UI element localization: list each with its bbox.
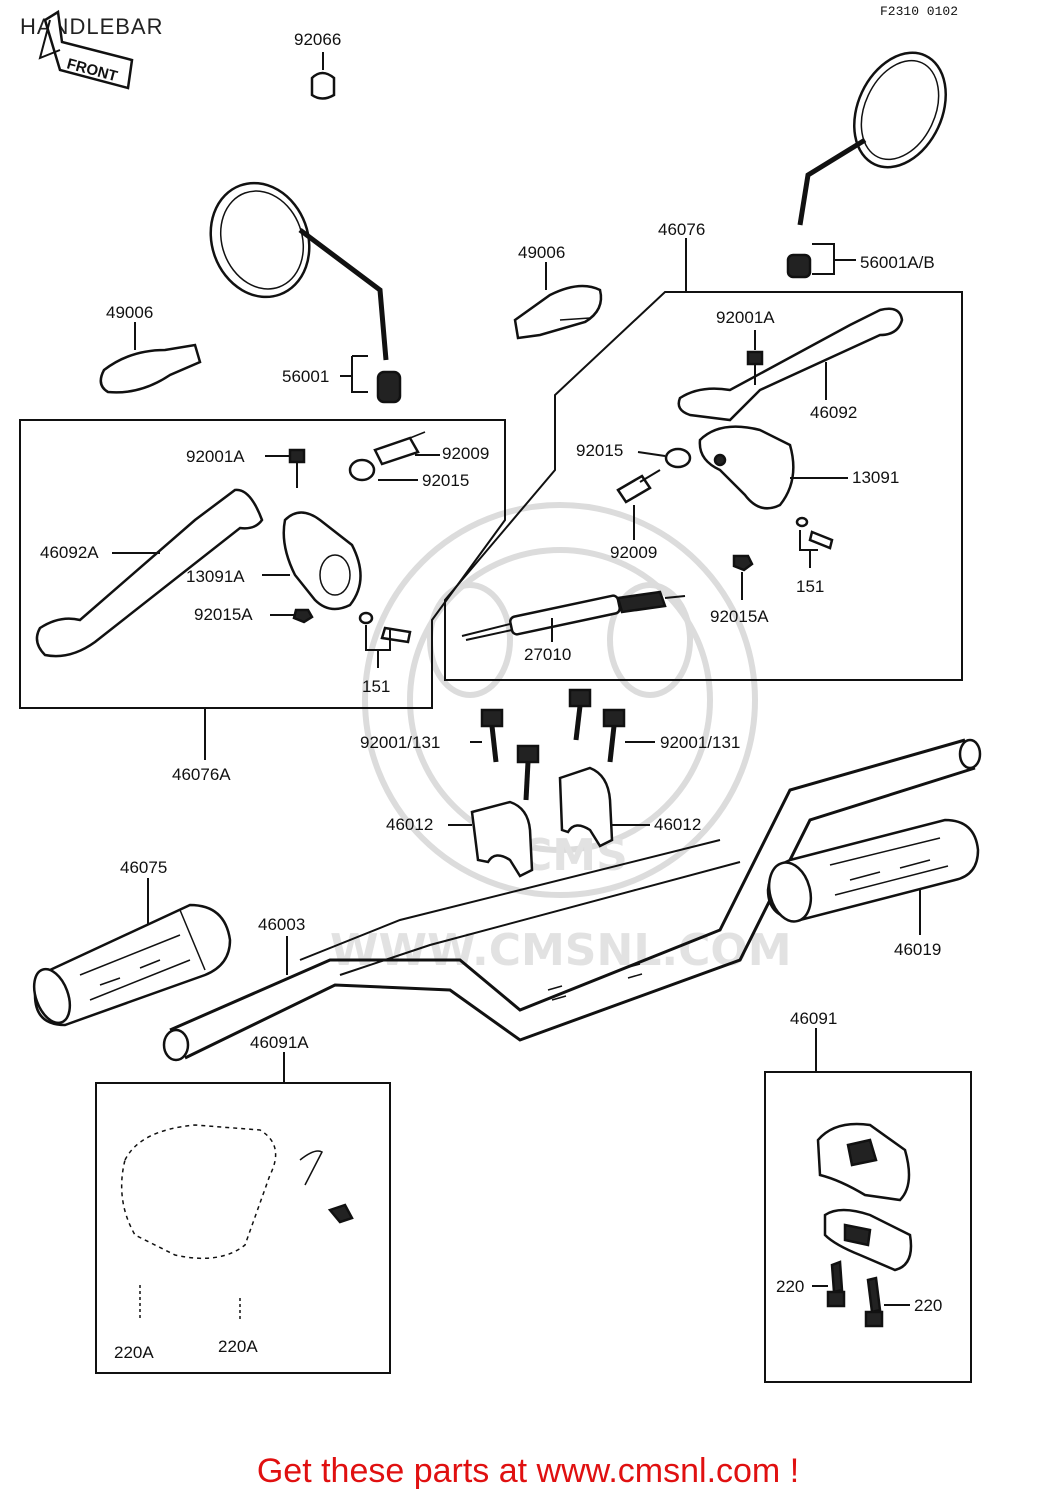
label-46076a: 46076A xyxy=(172,765,231,784)
label-92066: 92066 xyxy=(294,30,341,49)
switch-box-46091a xyxy=(95,1082,391,1374)
left-lever-cover xyxy=(99,343,202,394)
right-switch-housing xyxy=(816,1122,913,1272)
label-46019: 46019 xyxy=(894,940,941,959)
left-clutch-lever xyxy=(35,488,264,658)
brake-light-switch-27010 xyxy=(461,590,686,641)
right-bolt-92001a xyxy=(746,350,764,385)
left-bolt-92001a xyxy=(288,448,306,488)
left-clutch-holder xyxy=(282,511,362,611)
label-46091: 46091 xyxy=(790,1009,837,1028)
label-46092: 46092 xyxy=(810,403,857,422)
label-92001-131-right: 92001/131 xyxy=(660,733,740,752)
label-49006-left: 49006 xyxy=(106,303,153,322)
handlebar-46003 xyxy=(162,738,982,1062)
right-master-cylinder xyxy=(698,425,795,510)
label-92009-right: 92009 xyxy=(610,543,657,562)
label-46091a: 46091A xyxy=(250,1033,309,1052)
left-screws-220a xyxy=(139,1285,241,1320)
clamp-bolts xyxy=(480,688,626,801)
label-220-right: 220 xyxy=(914,1296,942,1315)
watermark-url: WWW.CMSNL.COM xyxy=(330,925,792,976)
diagram-title: HANDLEBAR xyxy=(20,14,164,39)
label-13091a: 13091A xyxy=(186,567,245,586)
label-13091: 13091 xyxy=(852,468,899,487)
left-mirror xyxy=(209,181,402,404)
diagram-code: F2310 0102 xyxy=(880,4,959,19)
right-nut-92015a xyxy=(732,554,754,572)
label-92015-left: 92015 xyxy=(422,471,469,490)
switch-box-46091 xyxy=(764,1071,972,1383)
label-56001ab: 56001A/B xyxy=(860,253,935,272)
left-washer-92015 xyxy=(348,458,376,482)
label-151-right: 151 xyxy=(796,577,824,596)
handlebar-holder-right xyxy=(558,766,614,848)
right-grip-46019 xyxy=(766,818,980,923)
label-92001-131-left: 92001/131 xyxy=(360,733,440,752)
right-bolt-92009 xyxy=(616,469,661,504)
left-bolt-92009 xyxy=(373,431,426,466)
label-56001: 56001 xyxy=(282,367,329,386)
label-92015a-left: 92015A xyxy=(194,605,253,624)
right-mirror xyxy=(786,51,947,279)
handlebar-holder-left xyxy=(470,800,534,878)
label-46092a: 46092A xyxy=(40,543,99,562)
right-screws-220 xyxy=(826,1260,884,1328)
label-27010: 27010 xyxy=(524,645,571,664)
label-46003: 46003 xyxy=(258,915,305,934)
label-220-left: 220 xyxy=(776,1277,804,1296)
label-151-left: 151 xyxy=(362,677,390,696)
right-brake-lever xyxy=(677,307,904,422)
left-grip-46075 xyxy=(32,903,232,1027)
label-92001a-right: 92001A xyxy=(716,308,775,327)
label-92001a-left: 92001A xyxy=(186,447,245,466)
label-46012-right: 46012 xyxy=(654,815,701,834)
label-49006-right: 49006 xyxy=(518,243,565,262)
label-92015-right: 92015 xyxy=(576,441,623,460)
label-92015a-right: 92015A xyxy=(710,607,769,626)
label-220a-left: 220A xyxy=(114,1343,154,1362)
part-92066-cap xyxy=(310,71,336,100)
right-screw-151 xyxy=(795,516,834,550)
watermark-logo: CMS WWW.CMSNL.COM xyxy=(330,502,792,976)
label-46075: 46075 xyxy=(120,858,167,877)
left-switch-housing xyxy=(120,1124,354,1260)
promo-link[interactable]: Get these parts at www.cmsnl.com ! xyxy=(256,1452,800,1490)
label-220a-right: 220A xyxy=(218,1337,258,1356)
label-92009-left: 92009 xyxy=(442,444,489,463)
assembly-box-46076a xyxy=(19,419,506,709)
label-46012-left: 46012 xyxy=(386,815,433,834)
front-arrow: FRONT xyxy=(38,9,134,90)
right-lever-cover xyxy=(513,284,603,340)
right-washer-92015 xyxy=(664,447,692,469)
left-nut-92015a xyxy=(292,608,314,624)
label-46076: 46076 xyxy=(658,220,705,239)
